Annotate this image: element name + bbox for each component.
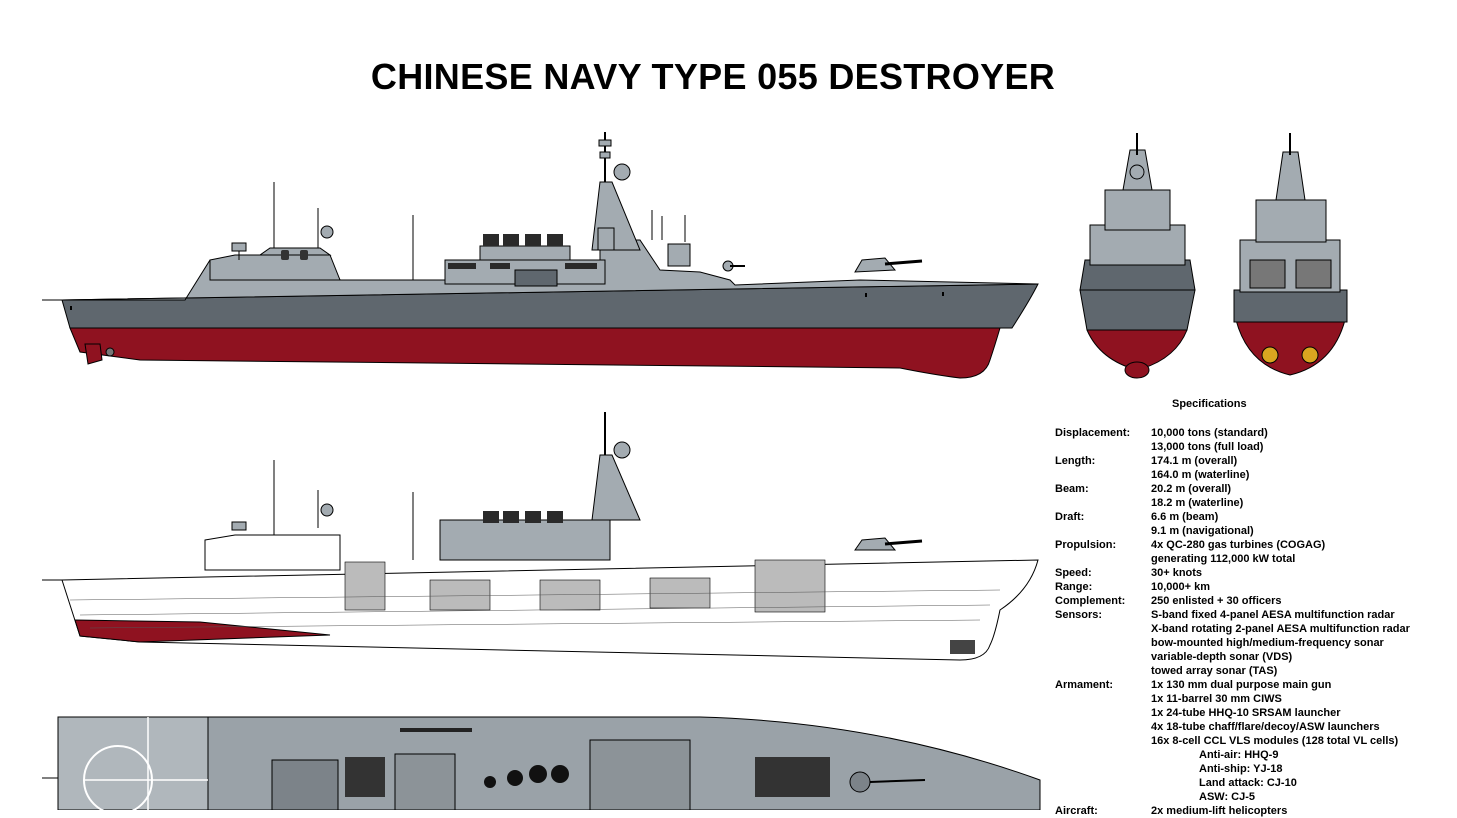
spec-value: 16x 8-cell CCL VLS modules (128 total VL…: [1151, 735, 1399, 747]
specifications-table: Displacement: 10,000 tons (standard) 13,…: [1055, 426, 1455, 818]
spec-label: Aircraft:: [1055, 805, 1098, 817]
spec-value: generating 112,000 kW total: [1151, 553, 1296, 565]
spec-row-armament: Armament: 1x 130 mm dual purpose main gu…: [1055, 678, 1455, 804]
spec-value: 1x 24-tube HHQ-10 SRSAM launcher: [1151, 707, 1341, 719]
spec-subvalue: ASW: CJ-5: [1199, 791, 1256, 803]
side-profile-view: [42, 132, 1039, 379]
spec-row-draft: Draft: 6.6 m (beam) 9.1 m (navigational): [1055, 510, 1455, 538]
spec-value: 13,000 tons (full load): [1151, 441, 1264, 453]
spec-label: Length:: [1055, 455, 1096, 467]
spec-value: 2x medium-lift helicopters: [1151, 805, 1288, 817]
spec-value: 9.1 m (navigational): [1151, 525, 1254, 537]
spec-value: 174.1 m (overall): [1151, 455, 1238, 467]
spec-label: Propulsion:: [1055, 539, 1117, 551]
spec-value: 250 enlisted + 30 officers: [1151, 595, 1282, 607]
spec-label: Draft:: [1055, 511, 1085, 523]
spec-value: bow-mounted high/medium-frequency sonar: [1151, 637, 1384, 649]
spec-label: Complement:: [1055, 595, 1126, 607]
spec-value: 6.6 m (beam): [1151, 511, 1219, 523]
spec-subvalue: Anti-ship: YJ-18: [1199, 763, 1283, 775]
spec-row-speed: Speed: 30+ knots: [1055, 566, 1455, 580]
spec-subvalue: Anti-air: HHQ-9: [1199, 749, 1279, 761]
spec-value: X-band rotating 2-panel AESA multifuncti…: [1151, 623, 1410, 635]
spec-label: Sensors:: [1055, 609, 1103, 621]
spec-label: Beam:: [1055, 483, 1089, 495]
specifications-heading: Specifications: [1172, 398, 1247, 410]
spec-value: 1x 11-barrel 30 mm CIWS: [1151, 693, 1282, 705]
spec-row-displacement: Displacement: 10,000 tons (standard) 13,…: [1055, 426, 1455, 454]
cutaway-profile-view: [42, 412, 1039, 661]
spec-value: 10,000 tons (standard): [1151, 427, 1268, 439]
stern-view: [1233, 133, 1348, 376]
spec-value: 4x QC-280 gas turbines (COGAG): [1151, 539, 1326, 551]
spec-row-length: Length: 174.1 m (overall) 164.0 m (water…: [1055, 454, 1455, 482]
spec-value: towed array sonar (TAS): [1151, 665, 1278, 677]
spec-label: Range:: [1055, 581, 1093, 593]
spec-row-complement: Complement: 250 enlisted + 30 officers: [1055, 594, 1455, 608]
spec-subvalue: Land attack: CJ-10: [1199, 777, 1297, 789]
deck-plan-view: [42, 716, 1041, 810]
bow-view: [1079, 133, 1196, 379]
spec-value: 10,000+ km: [1151, 581, 1211, 593]
spec-value: 164.0 m (waterline): [1151, 469, 1250, 481]
spec-value: 1x 130 mm dual purpose main gun: [1151, 679, 1332, 691]
hull-above-water: [61, 283, 1039, 329]
hull-underwater: [69, 327, 1001, 379]
spec-value: 4x 18-tube chaff/flare/decoy/ASW launche…: [1151, 721, 1380, 733]
spec-label: Displacement:: [1055, 427, 1131, 439]
spec-value: variable-depth sonar (VDS): [1151, 651, 1293, 663]
spec-row-beam: Beam: 20.2 m (overall) 18.2 m (waterline…: [1055, 482, 1455, 510]
spec-value: 20.2 m (overall): [1151, 483, 1232, 495]
spec-value: 30+ knots: [1151, 567, 1203, 579]
page-title: CHINESE NAVY TYPE 055 DESTROYER: [370, 56, 1056, 97]
spec-row-sensors: Sensors: S-band fixed 4-panel AESA multi…: [1055, 608, 1455, 678]
spec-label: Speed:: [1055, 567, 1092, 579]
spec-value: 18.2 m (waterline): [1151, 497, 1244, 509]
spec-row-range: Range: 10,000+ km: [1055, 580, 1455, 594]
spec-row-aircraft: Aircraft: 2x medium-lift helicopters: [1055, 804, 1455, 818]
spec-label: Armament:: [1055, 679, 1114, 691]
spec-value: S-band fixed 4-panel AESA multifunction …: [1151, 609, 1395, 621]
spec-row-propulsion: Propulsion: 4x QC-280 gas turbines (COGA…: [1055, 538, 1455, 566]
